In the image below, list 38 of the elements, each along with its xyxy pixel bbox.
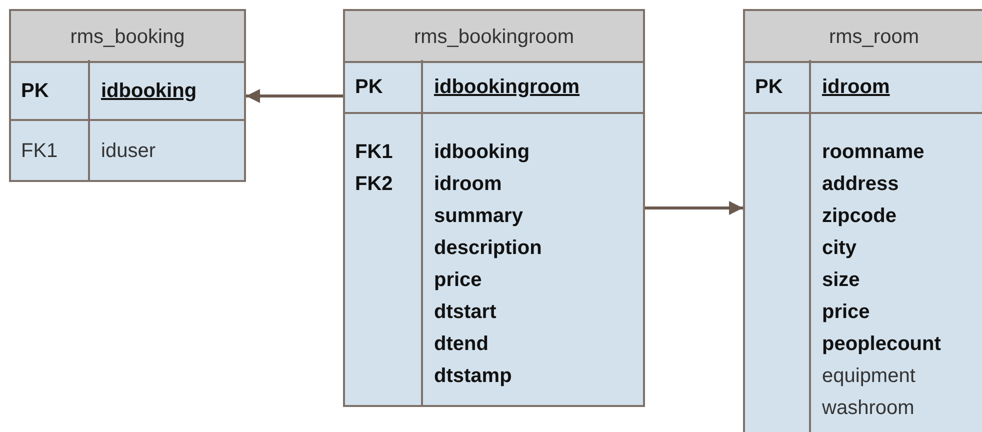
column-name: idroom <box>822 75 890 100</box>
primary-key-section <box>745 60 982 114</box>
column-name: dtstamp <box>434 364 513 389</box>
column-name: washroom <box>822 396 916 421</box>
column-name: dtstart <box>434 300 498 325</box>
column-name: dtend <box>434 332 490 357</box>
key-label: PK <box>355 75 383 100</box>
entity-table <box>343 9 645 407</box>
key-label: FK2 <box>355 172 393 197</box>
key-label: PK <box>21 78 49 104</box>
column-name: size <box>822 268 861 293</box>
column-name: address <box>822 172 900 197</box>
column-name: iduser <box>101 138 156 164</box>
key-label: FK1 <box>21 138 58 164</box>
column-name: idbooking <box>434 140 531 165</box>
column-name: summary <box>434 204 524 229</box>
table-name: rms_room <box>745 11 982 63</box>
column-name: roomname <box>822 140 926 165</box>
relationship-arrow <box>645 201 743 215</box>
column-name: price <box>434 268 483 293</box>
column-name: zipcode <box>822 204 898 229</box>
column-name: city <box>822 236 858 261</box>
key-label: FK1 <box>355 140 393 165</box>
primary-key-section <box>11 60 244 121</box>
key-label: PK <box>755 75 783 100</box>
table-name: rms_bookingroom <box>345 11 643 63</box>
column-name: idbooking <box>101 78 197 104</box>
column-name: equipment <box>822 364 916 389</box>
column-name: price <box>822 300 871 325</box>
relationship-arrow <box>246 89 343 103</box>
table-name: rms_booking <box>11 11 244 63</box>
column-name: idbookingroom <box>434 75 580 100</box>
primary-key-section <box>345 60 643 114</box>
entity-table <box>743 9 982 432</box>
entity-table <box>9 9 246 182</box>
column-name: idroom <box>434 172 503 197</box>
column-name: description <box>434 236 542 261</box>
column-name: peoplecount <box>822 332 941 357</box>
